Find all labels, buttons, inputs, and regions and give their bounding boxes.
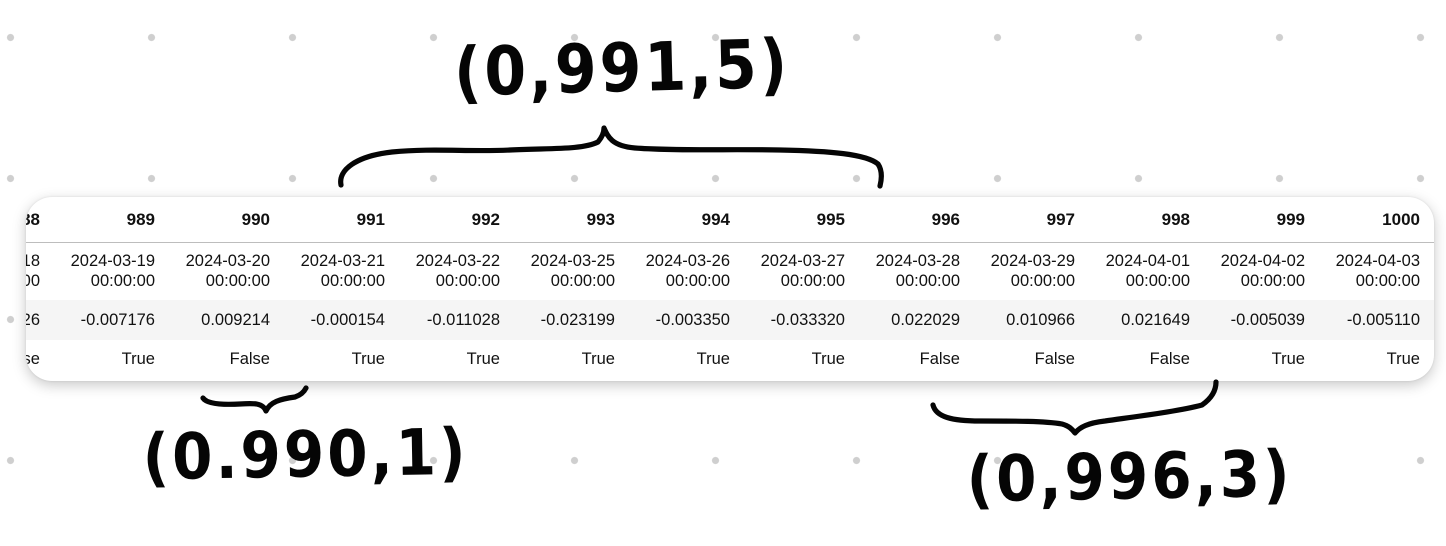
cell-line: 00:00:00: [895, 272, 960, 291]
table-cell-flag: True: [811, 349, 845, 368]
table-cell-date: 2024-04-0400:00:00: [1425, 242, 1434, 300]
table-cell-return: 0.022029: [850, 300, 965, 340]
column-header-row: 988 989 990 991 992 993 994 995 996 997 998 999 1000…: [26, 197, 1434, 242]
cell-line: 2024-04-03: [1335, 252, 1420, 271]
table-cell-return: -0.000154: [275, 300, 390, 340]
table-cell-return: -0.005039: [1195, 300, 1310, 340]
table-cell-flag: True: [351, 349, 385, 368]
table-cell-flag: False: [1425, 340, 1434, 378]
annotation-bottom-right: (0,996,3): [966, 436, 1294, 517]
column-header: 994: [701, 210, 730, 230]
cell-line: 00:00:00: [435, 272, 500, 291]
cell-line: 2024-03-21: [300, 252, 385, 271]
brace-top: [338, 125, 884, 189]
table-cell-flag: False: [229, 349, 270, 368]
cell-line: 2024-04-01: [1105, 252, 1190, 271]
table-cell-flag: False: [1034, 349, 1075, 368]
table-cell-return: 0.010966: [965, 300, 1080, 340]
table-cell-return: -0.003350: [620, 300, 735, 340]
cell-line: 2024-04-04: [1425, 251, 1434, 271]
cell-line: 00:00:00: [1125, 272, 1190, 291]
cell-line: 00:00:00: [90, 272, 155, 291]
cell-line: 2024-04-02: [1220, 252, 1305, 271]
column-header: 999: [1276, 210, 1305, 230]
table-cell-return: -0.011028: [390, 300, 505, 340]
cell-line: 00:00:00: [1240, 272, 1305, 291]
table-cell-flag: True: [466, 349, 500, 368]
table-cell-return: 0.009214: [160, 300, 275, 340]
table-cell-flag: True: [121, 349, 155, 368]
table-cell-flag: True: [696, 349, 730, 368]
cell-line: 2024-03-27: [760, 252, 845, 271]
cell-line: 2024-03-18: [26, 252, 40, 271]
cell-line: 2024-03-26: [645, 252, 730, 271]
column-header: 1001: [1425, 197, 1434, 242]
table-cell-return: 0.021649: [1080, 300, 1195, 340]
column-header: 989: [126, 210, 155, 230]
brace-bottom-right: [930, 379, 1219, 436]
column-header: 990: [241, 210, 270, 230]
annotation-top: (0,991,5): [453, 25, 792, 113]
table-cell-return: 0.001234: [1425, 300, 1434, 340]
table-row-date: 2024-03-1800:00:002024-03-1900:00:002024…: [26, 242, 1434, 300]
table-cell-flag: False: [919, 349, 960, 368]
column-header: 992: [471, 210, 500, 230]
column-header: 995: [816, 210, 845, 230]
table-cell-flag: True: [581, 349, 615, 368]
table-cell-flag: True: [1271, 349, 1305, 368]
cell-line: 00:00:00: [550, 272, 615, 291]
column-header: 996: [931, 210, 960, 230]
column-header: 991: [356, 210, 385, 230]
table-cell-return: -0.023199: [505, 300, 620, 340]
column-header: 998: [1161, 210, 1190, 230]
dataframe-table: 988 989 990 991 992 993 994 995 996 997 998 999 1000…: [26, 197, 1434, 378]
cell-line: 00:00:00: [320, 272, 385, 291]
annotation-bottom-left: (0.990,1): [142, 414, 470, 495]
table-cell-return: -0.005110: [1310, 300, 1425, 340]
table-cell-flag: False: [26, 349, 40, 368]
cell-line: 00:00:00: [205, 272, 270, 291]
column-header: 988: [26, 210, 40, 230]
cell-line: 2024-03-19: [70, 252, 155, 271]
cell-line: 2024-03-22: [415, 252, 500, 271]
cell-line: 00:00:00: [665, 272, 730, 291]
dataframe-card: 988 989 990 991 992 993 994 995 996 997 998 999 1000…: [26, 197, 1434, 381]
table-cell-return: 0.004626: [26, 300, 45, 340]
column-header: 997: [1046, 210, 1075, 230]
cell-line: 00:00:00: [26, 272, 40, 291]
cell-line: 2024-03-20: [185, 252, 270, 271]
cell-line: 00:00:00: [780, 272, 845, 291]
cell-line: 2024-03-28: [875, 252, 960, 271]
cell-line: 00:00:00: [1010, 272, 1075, 291]
cell-line: 2024-03-29: [990, 252, 1075, 271]
column-header: 1000: [1382, 210, 1420, 230]
table-row-flag: False True False True True True True True False F…: [26, 340, 1434, 378]
cell-line: 2024-03-25: [530, 252, 615, 271]
table-cell-return: -0.033320: [735, 300, 850, 340]
table-cell-flag: True: [1386, 349, 1420, 368]
table-row-return: 0.004626-0.0071760.009214-0.000154-0.011…: [26, 300, 1434, 340]
table-cell-flag: False: [1149, 349, 1190, 368]
brace-bottom-left: [200, 385, 309, 414]
column-header: 993: [586, 210, 615, 230]
table-cell-return: -0.007176: [45, 300, 160, 340]
cell-line: 00:00:00: [1425, 271, 1434, 291]
cell-line: 00:00:00: [1355, 272, 1420, 291]
